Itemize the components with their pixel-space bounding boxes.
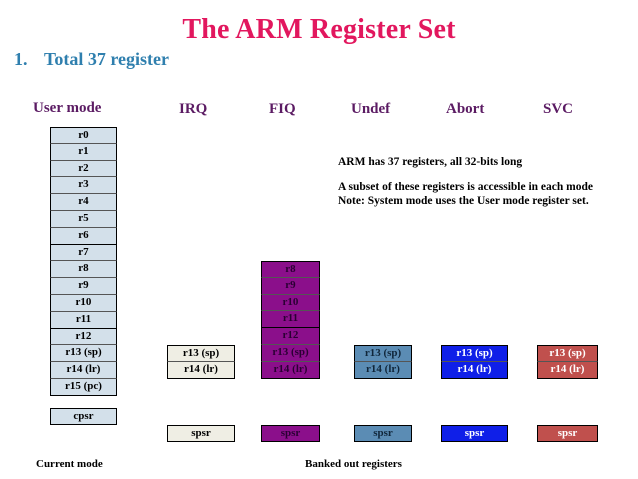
spsr-box-svc: spsr	[537, 425, 598, 442]
column-header-undef: Undef	[351, 101, 391, 117]
column-header-abort: Abort	[446, 101, 485, 117]
column-header-user-mode: User mode	[33, 100, 102, 116]
footer-current-mode: Current mode	[36, 458, 103, 470]
register-cell: r9	[50, 278, 117, 295]
register-column-undef: r13 (sp)r14 (lr)	[354, 345, 412, 379]
register-cell: r14 (lr)	[50, 362, 117, 379]
spsr-box-abort: spsr	[441, 425, 508, 442]
register-cell: r8	[261, 261, 320, 278]
register-cell: r13 (sp)	[261, 344, 320, 362]
info-spacer	[338, 170, 613, 180]
register-column-svc: r13 (sp)r14 (lr)	[537, 345, 598, 379]
register-cell: r1	[50, 143, 117, 161]
info-text-block: ARM has 37 registers, all 32-bits long A…	[338, 155, 613, 209]
register-cell: r3	[50, 177, 117, 195]
register-cell: r10	[261, 294, 320, 312]
register-cell: r12	[261, 328, 320, 345]
info-line-1: ARM has 37 registers, all 32-bits long	[338, 156, 523, 168]
register-cell: r0	[50, 127, 117, 144]
footer-banked-registers: Banked out registers	[305, 458, 402, 470]
register-column-irq: r13 (sp)r14 (lr)	[167, 345, 235, 379]
register-cell: r13 (sp)	[441, 345, 508, 362]
column-header-fiq: FIQ	[269, 101, 296, 117]
column-header-svc: SVC	[543, 101, 574, 117]
register-cell: r11	[261, 311, 320, 329]
register-cell: r11	[50, 311, 117, 329]
register-column-abort: r13 (sp)r14 (lr)	[441, 345, 508, 379]
register-cell: r5	[50, 210, 117, 228]
info-line-2: A subset of these registers is accessibl…	[338, 180, 593, 193]
subtitle-bullet: 1. Total 37 register	[14, 48, 169, 70]
register-cell: r14 (lr)	[537, 361, 598, 379]
register-cell: r2	[50, 160, 117, 178]
register-cell: r6	[50, 227, 117, 245]
register-cell: r9	[261, 277, 320, 295]
register-cell: r10	[50, 294, 117, 312]
register-cell: r14 (lr)	[354, 361, 412, 379]
register-cell: r13 (sp)	[167, 345, 235, 362]
register-cell: r8	[50, 261, 117, 279]
cpsr-box: cpsr	[50, 408, 117, 425]
info-line-3: Note: System mode uses the User mode reg…	[338, 195, 589, 207]
spsr-box-undef: spsr	[354, 425, 412, 442]
register-cell: r15 (pc)	[50, 378, 117, 396]
spsr-box-fiq: spsr	[261, 425, 320, 442]
register-cell: r14 (lr)	[261, 361, 320, 379]
register-cell: r14 (lr)	[167, 361, 235, 379]
register-cell: r13 (sp)	[50, 345, 117, 363]
column-header-irq: IRQ	[179, 101, 208, 117]
register-cell: r4	[50, 194, 117, 211]
subtitle-number: 1.	[14, 49, 28, 69]
subtitle-text: Total 37 register	[44, 49, 169, 69]
register-cell: r13 (sp)	[354, 345, 412, 362]
register-cell: r13 (sp)	[537, 345, 598, 362]
page-title: The ARM Register Set	[182, 14, 456, 45]
register-cell: r14 (lr)	[441, 361, 508, 379]
spsr-box-irq: spsr	[167, 425, 235, 442]
register-cell: r7	[50, 244, 117, 262]
register-cell: r12	[50, 328, 117, 346]
